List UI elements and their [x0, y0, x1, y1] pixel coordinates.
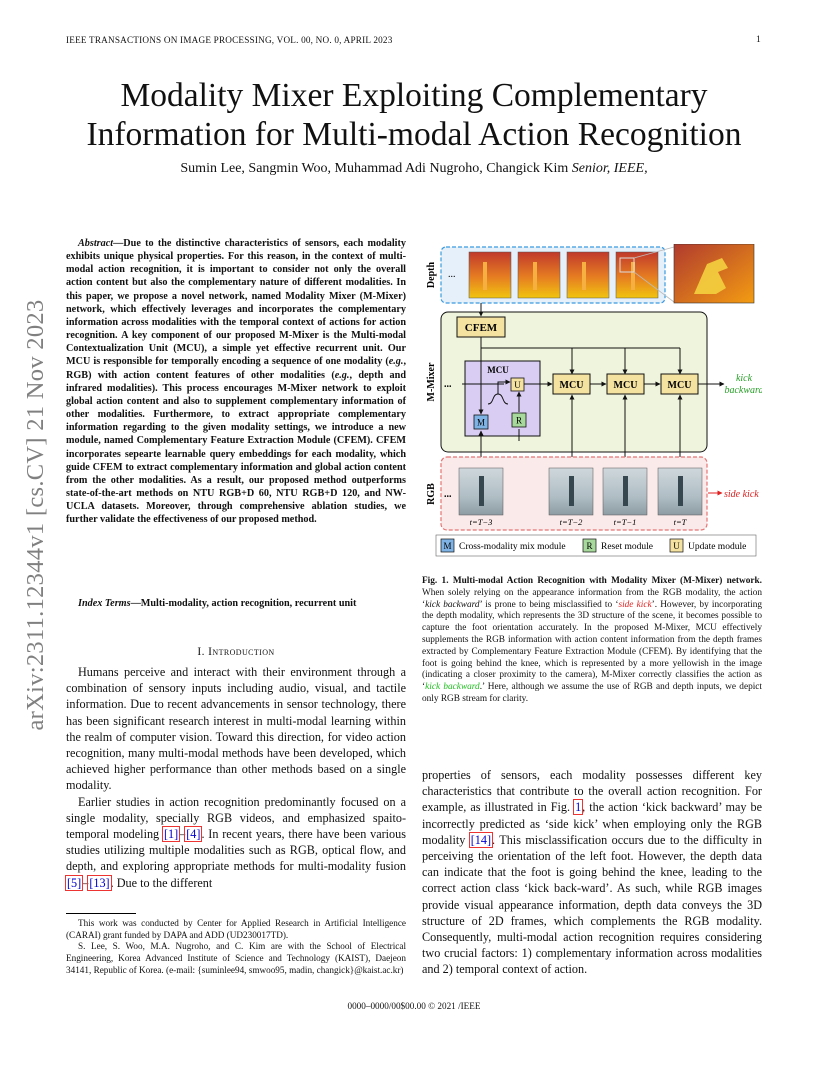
- svg-text:MCU: MCU: [487, 365, 509, 375]
- svg-text:t=T: t=T: [674, 517, 688, 527]
- svg-text:Reset module: Reset module: [601, 542, 653, 552]
- svg-text:...: ...: [444, 489, 452, 500]
- svg-text:t=T−1: t=T−1: [614, 517, 637, 527]
- prediction-top: backward: [724, 385, 762, 396]
- depth-label: Depth: [426, 262, 437, 289]
- footnotes: This work was conducted by Center for Ap…: [66, 918, 406, 975]
- figure-caption: Fig. 1. Multi-modal Action Recognition w…: [422, 576, 763, 704]
- citation-link[interactable]: [4]: [184, 826, 203, 843]
- svg-text:t=T−2: t=T−2: [560, 517, 584, 527]
- svg-text:MCU: MCU: [668, 380, 692, 391]
- reset-module: [511, 412, 527, 428]
- svg-text:M: M: [477, 418, 485, 428]
- depth-zoom-box: [619, 257, 635, 273]
- mix-module: [473, 414, 489, 430]
- page-number: 1: [756, 35, 761, 45]
- prediction-bottom: side kick: [724, 489, 759, 500]
- svg-text:U: U: [673, 541, 680, 551]
- abstract: Abstract—Due to the distinctive characte…: [66, 238, 406, 526]
- svg-text:...: ...: [444, 379, 452, 390]
- rgb-label: RGB: [426, 483, 437, 505]
- svg-text:MCU: MCU: [560, 380, 584, 391]
- svg-text:M: M: [443, 541, 451, 551]
- m-mixer-label: M-Mixer: [426, 362, 437, 401]
- citation-link[interactable]: [5]: [64, 874, 84, 891]
- svg-text:MCU: MCU: [614, 380, 638, 391]
- svg-text:U: U: [514, 380, 521, 390]
- figure-link[interactable]: 1: [573, 799, 584, 816]
- citation-link[interactable]: [13]: [87, 874, 112, 891]
- running-header: IEEE TRANSACTIONS ON IMAGE PROCESSING, V…: [66, 35, 393, 45]
- paper-title: Modality Mixer Exploiting Complementary …: [86, 77, 742, 153]
- author-list: Sumin Lee, Sangmin Woo, Muhammad Adi Nug…: [180, 161, 648, 176]
- intro-left-column: Humans perceive and interact with their …: [64, 664, 406, 891]
- svg-text:t=T−3: t=T−3: [470, 517, 493, 527]
- svg-text:Cross-modality mix module: Cross-modality mix module: [459, 542, 566, 552]
- prediction-top: kick: [736, 373, 753, 384]
- paragraph: Humans perceive and interact with their …: [66, 665, 406, 793]
- rgb-frames: [458, 467, 703, 516]
- section-heading: I. Introduction: [197, 646, 275, 658]
- copyright-line: 0000–0000/00$00.00 © 2021 /IEEE: [347, 1001, 481, 1011]
- depth-frames: [468, 251, 659, 299]
- svg-text:R: R: [586, 541, 592, 551]
- svg-text:Update module: Update module: [688, 542, 746, 552]
- citation-link[interactable]: [1]: [161, 826, 181, 843]
- depth-ellipsis: ...: [448, 269, 456, 280]
- citation-link[interactable]: [14]: [468, 831, 494, 848]
- paragraph: Earlier studies in action recognition pr…: [64, 794, 406, 891]
- footnote-rule: [66, 913, 136, 914]
- figure-1-diagram: Depth ... M-Mixer CFEM MCU U M R ... MCU…: [426, 244, 762, 557]
- svg-text:R: R: [516, 416, 522, 426]
- index-terms: Index Terms—Multi-modality, action recog…: [78, 598, 357, 609]
- intro-right-column: properties of sensors, each modality pos…: [422, 768, 762, 977]
- svg-text:CFEM: CFEM: [465, 322, 498, 334]
- arxiv-stamp: arXiv:2311.12344v1 [cs.CV] 21 Nov 2023: [22, 299, 49, 731]
